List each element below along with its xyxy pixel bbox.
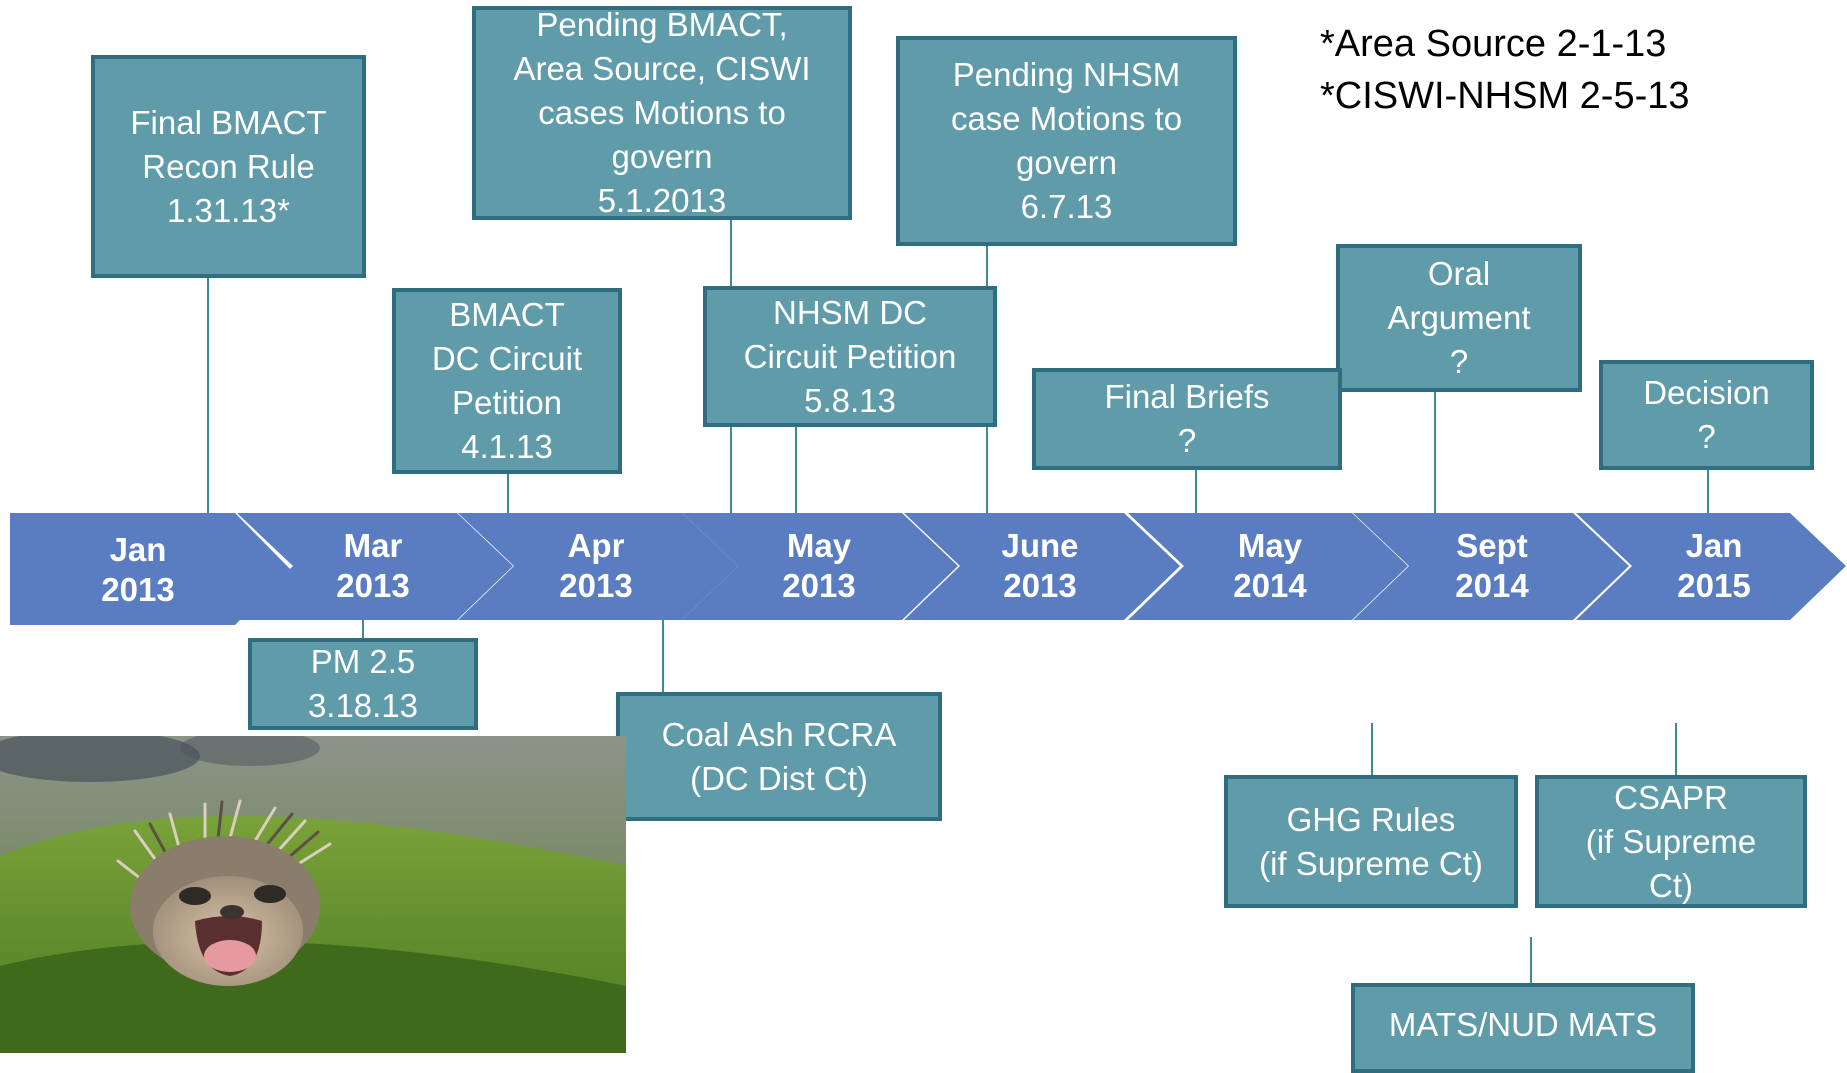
event-text: Ct) — [1649, 866, 1693, 904]
event-box-ghg: GHG Rules (if Supreme Ct) — [1224, 775, 1518, 908]
event-text: ? — [1177, 422, 1197, 459]
event-text: 6.7.13 — [1020, 188, 1113, 225]
event-text: Recon Rule — [142, 147, 315, 185]
connector-ghg — [1371, 723, 1373, 777]
event-text: Circuit Petition — [743, 337, 957, 375]
timeline-label-year: 2013 — [782, 567, 856, 604]
timeline-label-month: Sept — [1456, 527, 1528, 564]
event-box-bmact-dc: BMACT DC Circuit Petition 4.1.13 — [392, 288, 622, 474]
event-text: cases Motions to — [538, 94, 786, 131]
timeline-label-month: Mar — [343, 527, 403, 564]
event-text: ? — [1697, 418, 1716, 455]
connector-mats — [1530, 937, 1532, 987]
timeline-label-month: June — [1001, 527, 1079, 564]
connector-oral-argument — [1434, 390, 1436, 536]
timeline-label-may-2014: May 2014 — [1180, 526, 1360, 606]
event-text: MATS/NUD MATS — [1388, 1006, 1658, 1043]
event-text: (DC Dist Ct) — [690, 759, 868, 797]
timeline-label-june-2013: June 2013 — [950, 526, 1130, 606]
connector-decision — [1707, 467, 1709, 530]
timeline-arrow-5 — [904, 513, 1180, 620]
timeline-label-may-2013: May 2013 — [729, 526, 909, 606]
timeline-label-apr-2013: Apr 2013 — [506, 526, 686, 606]
event-text: CSAPR — [1614, 778, 1728, 816]
event-text: Petition — [451, 384, 563, 421]
connector-csapr — [1675, 723, 1677, 777]
event-text: PM 2.5 — [310, 643, 416, 680]
timeline-label-year: 2013 — [1003, 567, 1077, 604]
timeline-label-month: Apr — [567, 527, 625, 564]
event-text: govern — [611, 138, 713, 175]
timeline-label-year: 2013 — [336, 567, 410, 604]
event-text: Pending BMACT, — [536, 6, 788, 43]
timeline-arrow-4 — [682, 513, 958, 620]
event-box-pm25: PM 2.5 3.18.13 — [248, 638, 478, 730]
timeline-label-month: May — [1237, 527, 1303, 564]
hedgehog-illustration — [0, 736, 626, 1053]
event-text: 3.18.13 — [307, 687, 419, 724]
timeline-label-mar-2013: Mar 2013 — [283, 526, 463, 606]
event-text: Area Source, CISWI — [513, 50, 811, 87]
event-box-nhsm-dc: NHSM DC Circuit Petition 5.8.13 — [703, 286, 997, 427]
event-text: 1.31.13* — [167, 191, 290, 229]
event-text: 4.1.13 — [461, 428, 553, 465]
event-text: 5.8.13 — [804, 381, 896, 419]
timeline-label-month: Jan — [109, 531, 167, 568]
event-box-final-bmact: Final BMACT Recon Rule 1.31.13* — [91, 55, 366, 278]
hedgehog-photo — [0, 736, 626, 1053]
timeline-label-year: 2014 — [1455, 567, 1529, 604]
event-text: Oral — [1427, 255, 1491, 292]
connector-pm25 — [362, 618, 364, 642]
timeline-label-month: May — [786, 527, 852, 564]
event-box-decision: Decision ? — [1599, 360, 1814, 470]
event-text: govern — [1016, 144, 1117, 181]
connector-final-briefs — [1195, 467, 1197, 530]
effective-dates-note: *Area Source 2-1-13 *CISWI-NHSM 2-5-13 — [1320, 18, 1690, 122]
connector-final-bmact — [207, 278, 209, 518]
timeline-arrow-2 — [237, 513, 513, 620]
event-text: ? — [1449, 343, 1469, 380]
event-text: case Motions to — [950, 100, 1183, 137]
timeline-label-year: 2013 — [559, 567, 633, 604]
timeline-arrow-1 — [10, 513, 290, 625]
event-text: Argument — [1387, 299, 1531, 336]
event-box-mats: MATS/NUD MATS — [1351, 983, 1695, 1073]
event-box-pending-nhsm: Pending NHSM case Motions to govern 6.7.… — [896, 36, 1237, 246]
event-text: DC Circuit — [431, 340, 583, 377]
timeline-arrow-7 — [1353, 513, 1629, 620]
timeline-arrow-3 — [458, 513, 738, 620]
note-line: *Area Source 2-1-13 — [1320, 23, 1667, 65]
timeline-arrow-6 — [1128, 513, 1408, 620]
event-box-oral-argument: Oral Argument ? — [1336, 244, 1582, 392]
event-text: Pending NHSM — [952, 56, 1181, 93]
timeline-label-year: 2015 — [1677, 567, 1751, 604]
event-box-final-briefs: Final Briefs ? — [1032, 368, 1342, 470]
timeline-label-year: 2013 — [101, 571, 175, 608]
event-text: Coal Ash RCRA — [661, 715, 897, 753]
timeline-label-month: Jan — [1685, 527, 1743, 564]
event-box-coal-ash: Coal Ash RCRA (DC Dist Ct) — [616, 692, 942, 821]
event-text: 5.1.2013 — [597, 182, 727, 219]
timeline-label-year: 2014 — [1233, 567, 1307, 604]
event-box-csapr: CSAPR (if Supreme Ct) — [1535, 775, 1807, 908]
connector-bmact-dc — [507, 470, 509, 518]
connector-nhsm-dc — [795, 425, 797, 518]
event-text: Final Briefs — [1104, 378, 1270, 415]
event-text: Final BMACT — [130, 103, 327, 141]
event-text: BMACT — [449, 296, 565, 333]
event-text: Decision — [1643, 374, 1770, 411]
event-box-pending-bmact: Pending BMACT, Area Source, CISWI cases … — [472, 6, 852, 220]
timeline-label-jan-2013: Jan 2013 — [48, 530, 228, 610]
timeline-arrow-8 — [1576, 513, 1846, 620]
event-text: (if Supreme Ct) — [1259, 844, 1483, 882]
event-text: (if Supreme — [1585, 822, 1757, 860]
timeline-label-jan-2015: Jan 2015 — [1624, 526, 1804, 606]
timeline-label-sept-2014: Sept 2014 — [1402, 526, 1582, 606]
event-text: NHSM DC — [773, 293, 927, 331]
note-line: *CISWI-NHSM 2-5-13 — [1320, 75, 1690, 117]
connector-coal-ash — [662, 560, 664, 696]
event-text: GHG Rules — [1286, 800, 1456, 838]
